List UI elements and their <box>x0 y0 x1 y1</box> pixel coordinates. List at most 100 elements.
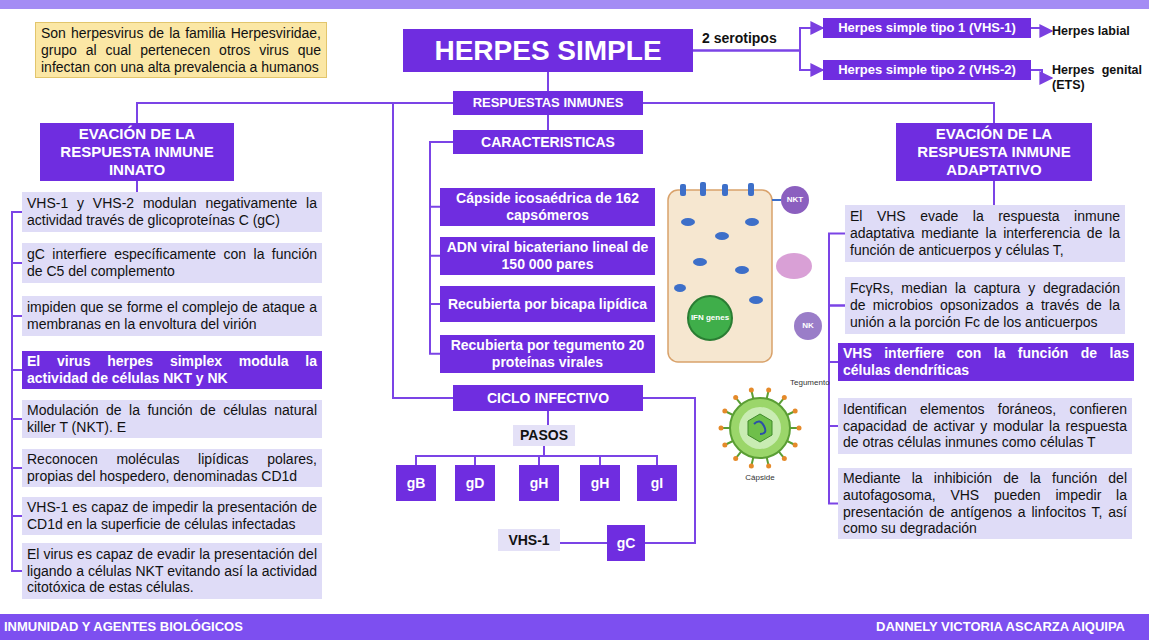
connector <box>12 516 22 571</box>
node-text: Herpes labial <box>1052 24 1142 39</box>
spike-tip <box>733 456 738 461</box>
node-text: FcγRs, median la captura y degradación d… <box>850 280 1120 330</box>
protein <box>745 218 759 226</box>
spike-tip <box>782 456 787 461</box>
edge-text: 2 serotipos <box>702 30 812 47</box>
connector <box>560 542 607 544</box>
connector <box>1031 28 1052 31</box>
plain-node: Herpes genital (ETS) <box>1052 62 1142 94</box>
dna-core <box>754 421 765 434</box>
concept-box: gB <box>396 465 436 501</box>
connector <box>693 28 823 51</box>
node-text: El VHS evade la respuesta inmune adaptat… <box>850 208 1120 258</box>
spike-tip <box>797 426 802 431</box>
spike-tip <box>722 409 727 414</box>
concept-box: Cápside icosaédrica de 162 capsómeros <box>440 188 655 226</box>
node-text: Mediante la inhibición de la función del… <box>843 470 1127 537</box>
node-text: gH <box>524 475 554 492</box>
protein <box>715 232 729 240</box>
footer-text: INMUNIDAD Y AGENTES BIOLÓGICOS <box>4 619 424 635</box>
note-box: Son herpesvirus de la familia Herpesviri… <box>35 22 327 78</box>
node-text: Recubierta por bicapa lipídica <box>445 296 650 313</box>
receptor-link <box>772 199 781 201</box>
connector <box>416 446 544 465</box>
detail-box: gC interfiere específicamente con la fun… <box>22 243 322 283</box>
spike-tip <box>793 409 798 414</box>
tegument <box>739 407 781 449</box>
node-text: impiden que se forme el complejo de ataq… <box>27 299 317 333</box>
concept-box: gH <box>519 465 559 501</box>
node-text: Herpes genital (ETS) <box>1052 63 1142 93</box>
detail-box: Identifican elementos foráneos, confiere… <box>838 398 1132 454</box>
detail-box: Mediante la inhibición de la función del… <box>838 468 1132 539</box>
concept-box: CICLO INFECTIVO <box>453 385 643 411</box>
connector <box>12 419 22 468</box>
node-text: gI <box>642 475 672 492</box>
connector <box>993 181 995 205</box>
node-text: Recubierta por tegumento 20 proteínas vi… <box>445 337 650 371</box>
connector <box>643 103 994 123</box>
node-text: ADN viral bicateriano lineal de 150 000 … <box>445 239 650 273</box>
connector <box>12 468 22 516</box>
plain-node: Herpes labial <box>1052 22 1142 40</box>
connector <box>547 411 549 425</box>
node-text: gC <box>612 535 640 552</box>
spike-tip <box>766 387 771 392</box>
connector <box>136 181 138 192</box>
cell-body <box>668 190 772 362</box>
cell-label: NK <box>796 321 820 331</box>
virion-label: Tegumento <box>790 378 836 388</box>
spike-tip <box>766 464 771 469</box>
connector <box>12 316 22 370</box>
spike-tip <box>782 395 787 400</box>
author-text: DANNELY VICTORIA ASCARZA AIQUIPA <box>725 619 1125 635</box>
virion-label: Cápside <box>735 473 785 483</box>
detail-box: FcγRs, median la captura y degradación d… <box>845 277 1125 334</box>
connector <box>137 103 453 123</box>
capsid <box>748 414 772 442</box>
node-text: PASOS <box>518 427 570 444</box>
connector <box>12 263 22 316</box>
protein <box>735 266 749 274</box>
concept-box: VHS interfiere con la función de las cél… <box>838 343 1134 381</box>
concept-box: Recubierta por tegumento 20 proteínas vi… <box>440 335 655 373</box>
connector <box>12 212 22 263</box>
receptor <box>722 184 728 196</box>
concept-box: Recubierta por bicapa lipídica <box>440 286 655 322</box>
concept-box: EVACIÓN DE LA RESPUESTA INMUNE ADAPTATIV… <box>896 123 1092 181</box>
concept-box: gH <box>580 465 620 501</box>
spike-tip <box>749 387 754 392</box>
step-box: PASOS <box>513 425 575 446</box>
node-text: CICLO INFECTIVO <box>458 390 638 407</box>
spike-tip <box>722 442 727 447</box>
concept-box: HERPES SIMPLE <box>403 29 693 72</box>
connector <box>12 370 22 419</box>
connector <box>547 72 549 91</box>
node-text: gH <box>585 475 615 492</box>
spike-tip <box>719 426 724 431</box>
node-text: El virus es capaz de evadir la presentac… <box>27 546 317 596</box>
virion-illustration <box>719 387 802 468</box>
detail-box: VHS-1 y VHS-2 modulan negativamente la a… <box>22 192 322 232</box>
protein <box>674 284 686 292</box>
node-text: EVACIÓN DE LA RESPUESTA INMUNE ADAPTATIV… <box>901 125 1087 179</box>
concept-box: El virus herpes simplex modula la activi… <box>22 351 322 389</box>
concept-box: Herpes simple tipo 1 (VHS-1) <box>823 18 1031 38</box>
node-text: HERPES SIMPLE <box>408 34 688 68</box>
receptor <box>748 183 754 196</box>
node-text: VHS-1 <box>503 532 555 549</box>
target-cell <box>776 253 812 279</box>
spikes <box>719 387 802 468</box>
detail-box: Modulación de la función de células natu… <box>22 400 322 438</box>
node-text: VHS-1 es capaz de impedir la presentació… <box>27 499 317 533</box>
connector <box>829 234 845 306</box>
top-band <box>0 0 1149 9</box>
concept-box: RESPUESTAS INMUNES <box>453 91 643 115</box>
protein <box>681 218 695 226</box>
node-text: gC interfiere específicamente con la fun… <box>27 246 317 280</box>
connector <box>1031 70 1052 78</box>
concept-box: gC <box>607 525 645 561</box>
connector <box>475 446 544 465</box>
connector <box>544 446 657 465</box>
